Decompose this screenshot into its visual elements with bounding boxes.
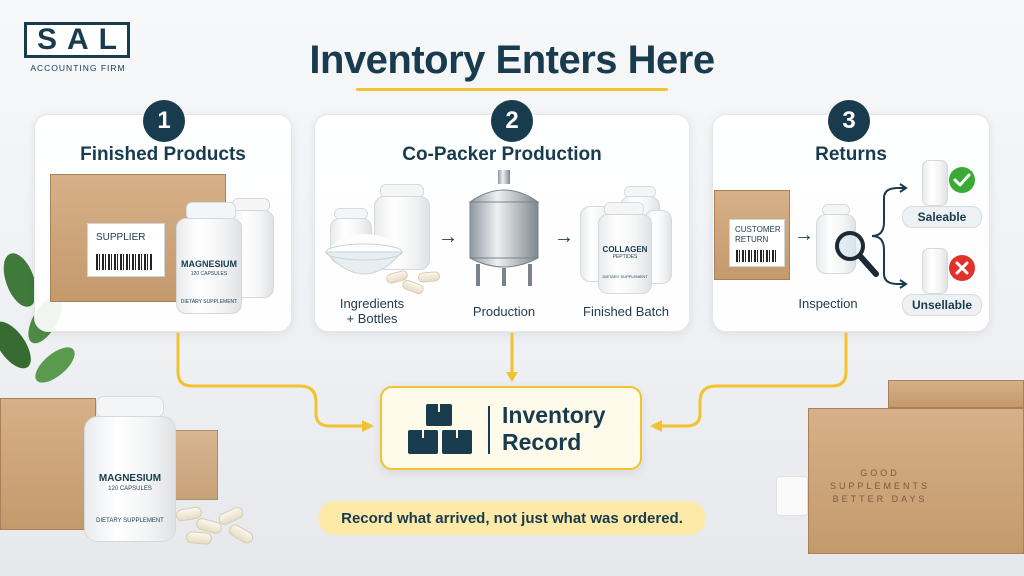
record-note: Record what arrived, not just what was o… — [318, 501, 706, 535]
bottle-cap — [96, 396, 164, 418]
bottle-title: MAGNESIUM — [181, 259, 237, 269]
bottle-title: MAGNESIUM — [98, 473, 162, 484]
branch-connector — [870, 182, 910, 292]
step-1-title: Finished Products — [80, 144, 246, 165]
flow-arrow-icon: → — [438, 226, 458, 248]
flow-arrow-icon: → — [554, 226, 574, 248]
logo-subtitle: ACCOUNTING FIRM — [30, 63, 126, 73]
capsule — [185, 530, 213, 546]
step-2-title: Co-Packer Production — [402, 144, 602, 165]
supplier-label: SUPPLIER — [96, 232, 146, 243]
box-slogan: GOOD SUPPLEMENTS BETTER DAYS — [829, 468, 931, 504]
stage-finished-batch: Finished Batch — [583, 304, 669, 319]
bottle-footer: DIETARY SUPPLEMENT — [180, 299, 238, 305]
background-box-small — [172, 430, 218, 500]
title-underline — [356, 88, 668, 91]
bottle-subtitle: 120 CAPSULES — [108, 486, 152, 492]
note-rest: , not just what was ordered. — [485, 509, 683, 527]
step-1-badge: 1 — [143, 100, 185, 142]
flow-connectors — [0, 330, 1024, 440]
powder-bowl — [322, 228, 406, 284]
bottle-footer: DIETARY SUPPLEMENT — [96, 518, 164, 524]
magnesium-bottle: MAGNESIUM 120 CAPSULES DIETARY SUPPLEMEN… — [176, 218, 242, 314]
step-2-badge: 2 — [491, 100, 533, 142]
capsule — [216, 505, 246, 527]
customer-return-box: CUSTOMER RETURN — [714, 190, 790, 280]
white-cube — [776, 476, 808, 516]
inspection-label: Inspection — [798, 296, 858, 311]
unsellable-bottle — [922, 248, 948, 294]
step-3-badge: 3 — [828, 100, 870, 142]
background-box-left — [0, 398, 96, 530]
unsellable-chip: Unsellable — [902, 294, 982, 316]
step-3-title: Returns — [815, 144, 887, 165]
foreground-magnesium-bottle: MAGNESIUM 120 CAPSULES DIETARY SUPPLEMEN… — [84, 416, 176, 542]
empty-bottle-large — [374, 196, 430, 270]
bottle-footer: DIETARY SUPPLEMENT — [602, 274, 648, 279]
note-emphasis: Record what arrived — [341, 509, 486, 527]
collagen-bottle: COLLAGEN PEPTIDES DIETARY SUPPLEMENT — [598, 214, 652, 294]
saleable-bottle — [922, 160, 948, 206]
bottle-subtitle: 120 CAPSULES — [190, 271, 228, 277]
inventory-divider — [488, 406, 490, 454]
flow-arrow-icon: → — [794, 224, 814, 246]
check-icon — [948, 166, 976, 194]
production-tank-icon — [462, 168, 546, 288]
bottle-title: COLLAGEN — [602, 245, 648, 254]
capsule — [226, 522, 256, 546]
magnifier-icon — [832, 228, 880, 278]
background-box-right: GOOD SUPPLEMENTS BETTER DAYS — [808, 408, 1024, 554]
barcode — [96, 254, 152, 270]
inventory-record-label: Inventory Record — [502, 402, 606, 455]
customer-return-label: CUSTOMER RETURN — [735, 225, 781, 244]
stage-production: Production — [472, 304, 536, 319]
saleable-chip: Saleable — [902, 206, 982, 228]
inventory-record-card: Inventory Record — [380, 386, 642, 470]
page-title: Inventory Enters Here — [309, 38, 715, 82]
stage-ingredients: Ingredients + Bottles — [339, 296, 405, 326]
stacked-boxes-icon — [404, 402, 476, 458]
bottle-subtitle: PEPTIDES — [612, 254, 638, 260]
logo-mark: SAL — [24, 22, 130, 58]
cross-icon — [948, 254, 976, 282]
barcode — [736, 250, 776, 262]
